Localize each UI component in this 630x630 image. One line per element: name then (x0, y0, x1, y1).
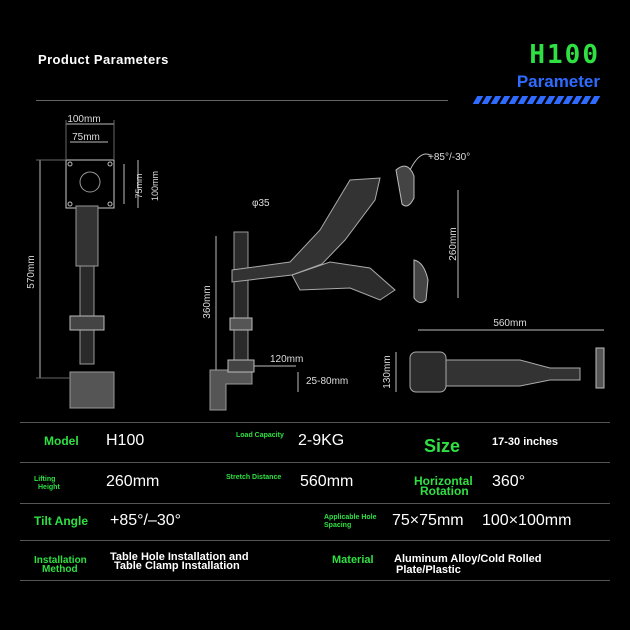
spec-load-value: 2-9KG (298, 432, 345, 449)
dim-height-75: 75mm (134, 173, 144, 198)
dim-pole-diameter: φ35 (252, 198, 270, 209)
spec-rule-2 (20, 462, 610, 463)
spec-lifting-value: 260mm (106, 473, 160, 490)
dim-pole-height: 570mm (26, 255, 37, 288)
spec-rule-3 (20, 503, 610, 504)
spec-tilt-label: Tilt Angle (34, 514, 88, 528)
brand-subtitle: Parameter (516, 72, 600, 91)
dim-clamp-height: 360mm (202, 285, 213, 318)
brand-model: H100 (529, 40, 600, 70)
spec-rule-1 (20, 422, 610, 423)
spec-load-label: Load Capacity (236, 432, 284, 439)
spec-stretch-label: Stretch Distance (226, 474, 282, 481)
side-view (209, 165, 429, 411)
spec-material-value-1: Aluminum Alloy/Cold Rolled (394, 553, 542, 565)
dimension-drawing: 100mm 75mm 75mm 100mm 570mm φ35 +85°/-30… (26, 114, 605, 411)
dim-width-100: 100mm (67, 114, 100, 125)
spec-install-value-1: Table Hole Installation and (110, 551, 249, 563)
spec-install-label-2: Method (42, 564, 78, 575)
dim-clamp-range: 25-80mm (306, 376, 348, 387)
dim-width-75: 75mm (72, 132, 100, 143)
spec-rule-4 (20, 540, 610, 541)
spec-material-value-2: Plate/Plastic (396, 564, 461, 576)
spec-rule-5 (20, 580, 610, 581)
dim-base-width: 120mm (270, 354, 303, 365)
spec-rotation-label-1: Horizontal (414, 474, 473, 488)
dim-lift: 260mm (448, 227, 459, 260)
brand-stripes (472, 96, 601, 104)
spec-install-label-1: Installation (34, 555, 87, 566)
front-view (65, 159, 115, 409)
spec-model-value: H100 (106, 432, 145, 449)
spec-hole-value-2: 100×100mm (482, 512, 572, 529)
spec-lifting-label-1: Lifting (34, 476, 56, 483)
spec-hole-value-1: 75×75mm (392, 512, 464, 529)
dim-arm-height: 130mm (382, 355, 393, 388)
spec-stretch-value: 560mm (300, 473, 354, 490)
spec-material-label: Material (332, 554, 374, 566)
dim-height-100: 100mm (150, 171, 160, 201)
spec-hole-label-1: Applicable Hole (324, 514, 377, 521)
spec-tilt-value: +85°/–30° (110, 512, 182, 529)
dim-tilt: +85°/-30° (428, 152, 470, 163)
header-divider (36, 100, 448, 101)
spec-size-value: 17-30 inches (492, 436, 559, 448)
dim-reach: 560mm (493, 318, 526, 329)
spec-rotation-label-2: Rotation (420, 484, 469, 498)
page-title: Product Parameters (38, 52, 169, 67)
spec-lifting-label-2: Height (38, 484, 60, 491)
spec-model-label: Model (44, 434, 79, 448)
spec-size-label: Size (424, 436, 461, 456)
spec-rotation-value: 360° (492, 473, 526, 490)
spec-hole-label-2: Spacing (324, 522, 352, 529)
top-view (409, 347, 605, 393)
spec-install-value-2: Table Clamp Installation (114, 560, 240, 572)
